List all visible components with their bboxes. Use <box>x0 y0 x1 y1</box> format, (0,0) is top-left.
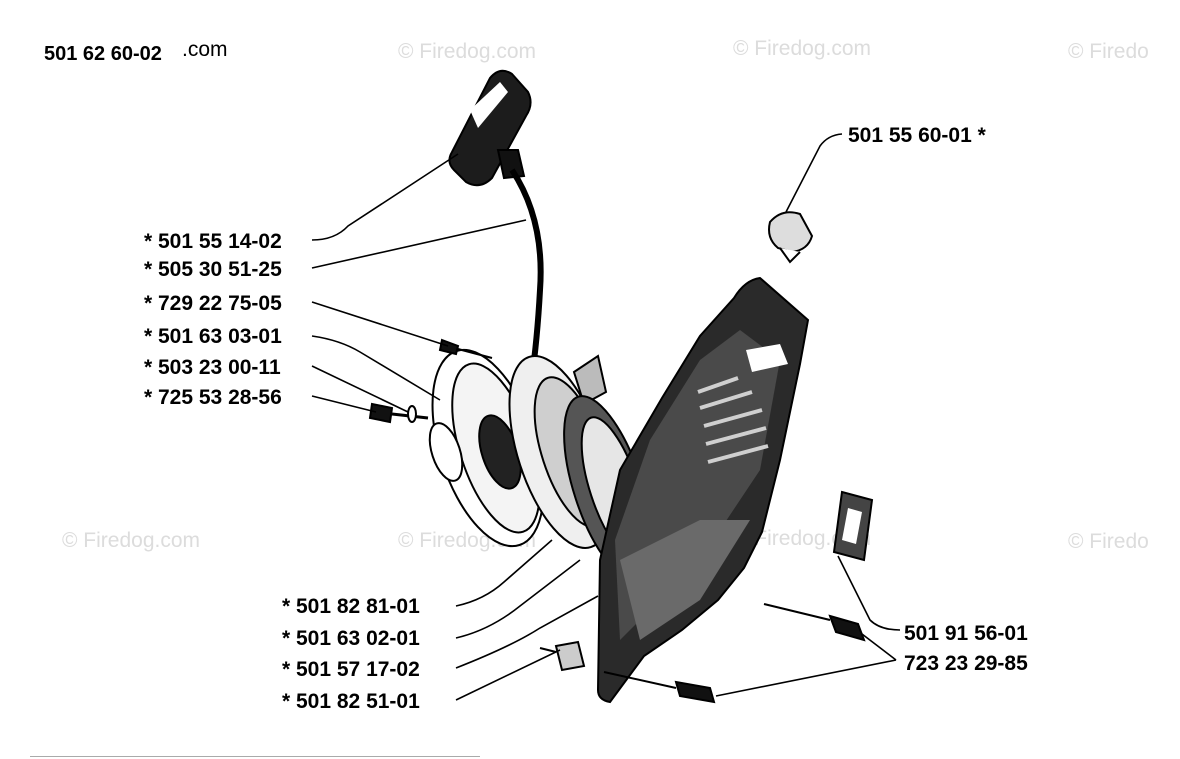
leader-lines <box>311 133 901 701</box>
part-label: * 501 57 17-02 <box>282 658 420 681</box>
starter-handle <box>448 69 532 187</box>
part-label: 723 23 29-85 <box>904 652 1028 675</box>
part-label: * 501 63 02-01 <box>282 627 420 650</box>
starter-housing <box>596 276 810 704</box>
watermark: © Firedog.com <box>733 37 871 60</box>
part-label: * 501 63 03-01 <box>144 325 282 348</box>
watermark: © Firedo <box>1068 40 1149 63</box>
part-label: * 503 23 00-11 <box>144 356 281 379</box>
screw <box>763 603 866 642</box>
cap <box>768 211 814 264</box>
watermark: .com <box>182 38 228 61</box>
part-label: * 501 82 51-01 <box>282 690 420 713</box>
part-label: * 501 82 81-01 <box>282 595 420 618</box>
part-label: * 729 22 75-05 <box>144 292 282 315</box>
screw <box>438 338 493 359</box>
part-label: * 501 55 14-02 <box>144 230 282 253</box>
part-labels: * 501 55 14-02 * 505 30 51-25 * 729 22 7… <box>144 124 1028 713</box>
watermark: © Firedo <box>1068 530 1149 553</box>
part-label: 501 91 56-01 <box>904 622 1028 645</box>
screw <box>368 402 429 424</box>
part-label: 501 55 60-01 * <box>848 124 987 147</box>
gasket <box>832 490 874 562</box>
part-label: * 505 30 51-25 <box>144 258 282 281</box>
part-label: * 725 53 28-56 <box>144 386 282 409</box>
bottom-rule <box>30 756 480 757</box>
watermark: © Firedog.com <box>398 40 536 63</box>
watermark: © Firedog.com <box>62 529 200 552</box>
screw <box>603 671 716 704</box>
diagram-code: 501 62 60-02 <box>44 43 162 65</box>
nut <box>539 640 586 672</box>
